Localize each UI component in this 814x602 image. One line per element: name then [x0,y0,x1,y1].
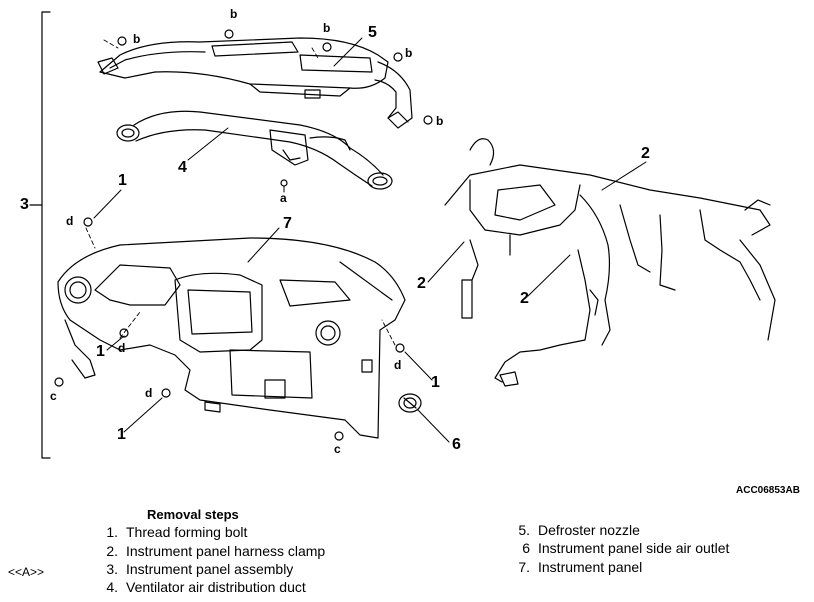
callout-d-4: d [145,386,153,400]
callout-d-2: d [118,341,126,355]
fasteners [54,29,433,441]
callout-c-2: c [334,442,341,456]
callout-a: a [280,191,287,205]
list-item: 5.Defroster nozzle [518,522,640,538]
instrument-panel-harness [444,138,776,387]
callout-b-2: b [133,32,141,46]
callout-6: 6 [452,436,461,453]
list-item: 2.Instrument panel harness clamp [106,543,326,559]
callout-c-1: c [50,389,57,403]
callout-2-left: 2 [417,275,426,292]
list-item: 1.Thread forming bolt [106,524,248,540]
figure-code: ACC06853AB [736,485,800,496]
reference-tag: <<A>> [8,565,45,579]
callout-b-4: b [405,46,413,60]
callout-b-5: b [436,114,444,128]
callout-1-right: 1 [431,374,440,391]
callout-1-left: 1 [96,343,105,360]
list-item: 7.Instrument panel [518,559,643,575]
alignment-lines [85,39,396,346]
instrument-panel [57,237,406,439]
ventilator-duct [116,110,393,190]
leader-lines [93,37,647,443]
list-item: 4.Ventilator air distribution duct [106,579,306,595]
callout-7: 7 [283,215,292,232]
callout-4: 4 [178,159,187,176]
callout-d-1: d [66,214,74,228]
callout-d-3: d [394,358,402,372]
callout-1-bottom: 1 [117,426,126,443]
removal-steps-title: Removal steps [147,507,239,522]
callout-b-3: b [323,21,331,35]
defroster-nozzle [97,37,413,129]
callout-2-mid: 2 [520,290,529,307]
callout-1-top: 1 [118,172,127,189]
list-item: 3.Instrument panel assembly [106,561,294,577]
callout-2-top: 2 [641,145,650,162]
callout-3: 3 [20,196,29,213]
callout-5: 5 [368,24,377,41]
callout-b-1: b [230,7,238,21]
side-air-outlet [398,393,422,413]
assembly-bracket [29,11,51,459]
